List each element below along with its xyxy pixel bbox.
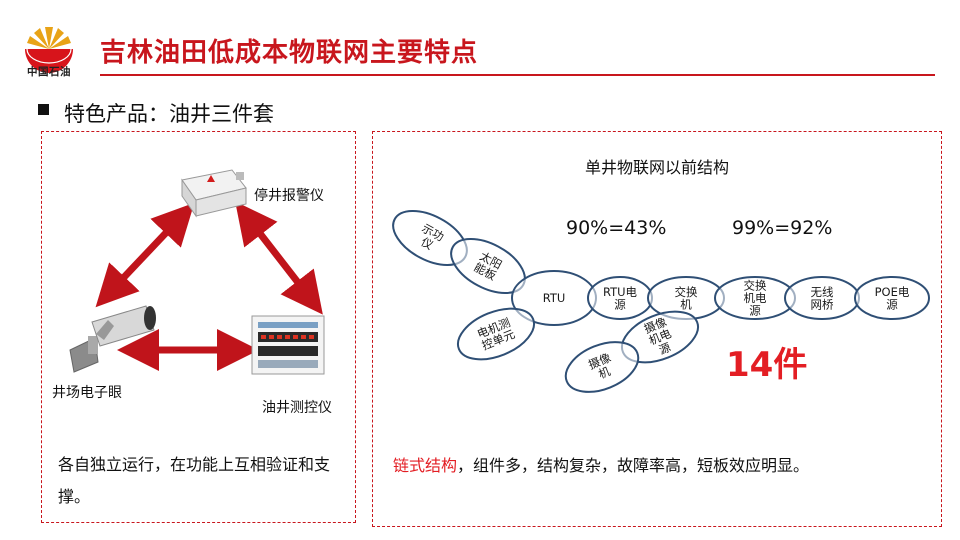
- chain-node-label: POE电: [875, 285, 910, 299]
- stat-1: 90%=43%: [566, 217, 667, 239]
- chain-node-label: 机: [680, 297, 692, 311]
- description-highlight: 链式结构: [393, 456, 458, 475]
- controller-label: 油井测控仪: [262, 400, 332, 416]
- chain-node: 摄像机: [564, 341, 640, 393]
- left-description: 各自独立运行，在功能上互相验证和支撑。: [58, 455, 331, 506]
- right-description: 链式结构，组件多，结构复杂，故障率高，短板效应明显。: [393, 452, 809, 476]
- chain-node-ellipse: [854, 276, 930, 320]
- chain-node-ellipse: [564, 341, 640, 393]
- chain-node-label: 交换: [675, 285, 698, 299]
- chain-node-label: 机: [596, 364, 612, 381]
- chain-node-label: 源: [614, 297, 626, 311]
- petrochina-logo-icon: [25, 27, 73, 73]
- alarm-label: 停井报警仪: [254, 188, 324, 204]
- chain-node: RTU: [511, 270, 597, 326]
- camera-device-icon: [69, 305, 156, 373]
- chain-node-label: 源: [886, 297, 898, 311]
- right-panel: [372, 131, 942, 527]
- chain-node-label: 机电: [744, 291, 767, 305]
- camera-label: 井场电子眼: [52, 385, 122, 401]
- chain-node-label: RTU: [543, 291, 566, 305]
- chain-node-label: 无线: [811, 285, 834, 299]
- arrow-alarm-controller: [235, 201, 323, 315]
- page-title: 吉林油田低成本物联网主要特点: [100, 38, 479, 68]
- controller-device-icon: [251, 315, 325, 375]
- chain-node-label: 交换: [744, 279, 767, 293]
- arrow-alarm-camera: [95, 202, 195, 308]
- alarm-device-icon: [181, 169, 247, 218]
- chain-node-ellipse: [457, 307, 535, 361]
- chain-node-label: 源: [657, 340, 673, 357]
- description-rest: ，组件多，结构复杂，故障率高，短板效应明显。: [457, 456, 810, 475]
- chain-node-label: 源: [749, 304, 761, 318]
- left-panel: [41, 131, 356, 523]
- subtitle-bullet-icon: [38, 104, 49, 115]
- chain-node-label: RTU电: [603, 285, 638, 299]
- subtitle: 特色产品：油井三件套: [64, 102, 274, 126]
- component-count: 14件: [726, 345, 808, 385]
- diagram-title: 单井物联网以前结构: [584, 158, 729, 177]
- title-divider: [100, 74, 935, 76]
- stat-2: 99%=92%: [732, 217, 833, 239]
- logo-text: 中国石油: [27, 66, 71, 78]
- chain-node-label: 网桥: [811, 297, 834, 311]
